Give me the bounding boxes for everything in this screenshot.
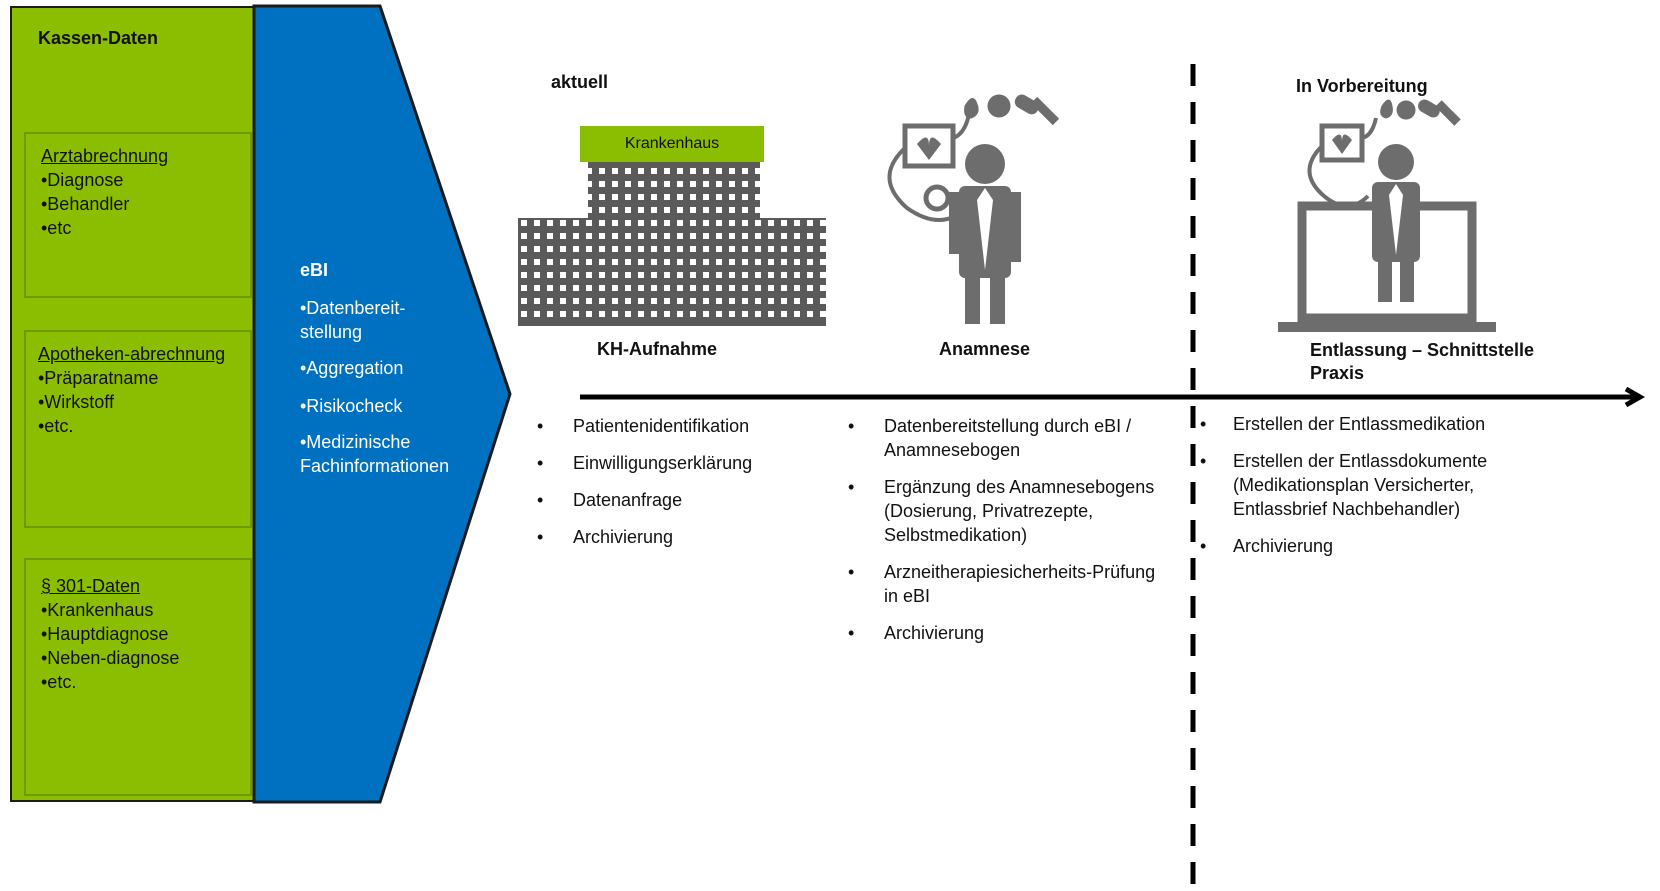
bullet-item: •Archivierung xyxy=(537,527,674,547)
ebi-title: eBI xyxy=(300,260,329,280)
301-daten-item: •Neben-diagnose xyxy=(41,648,180,668)
ebi-item: •Aggregation xyxy=(300,358,404,378)
kassen-daten-panel xyxy=(10,6,260,802)
bullet-item: •Datenbereitstellung durch eBI / Anamnes… xyxy=(848,416,1132,460)
bullet-item: •Archivierung xyxy=(1200,536,1334,556)
ebi-item: •Medizinische Fachinformationen xyxy=(300,432,450,476)
arztabrechnung-item: •Diagnose xyxy=(41,170,124,190)
aktuell-label: aktuell xyxy=(551,72,609,92)
stage-label-entlassung: Entlassung – Schnittstelle Praxis xyxy=(1310,340,1535,383)
apotheken-item: •Wirkstoff xyxy=(38,392,114,412)
apotheken-item: •Präparatname xyxy=(38,368,159,388)
arztabrechnung-item: •Behandler xyxy=(41,194,130,214)
anamnese-bullets: •Datenbereitstellung durch eBI / Anamnes… xyxy=(848,414,1158,658)
apotheken-heading: Apotheken-abrechnung xyxy=(38,344,226,364)
ebi-chevron xyxy=(252,4,512,804)
entlassung-bullets: •Erstellen der Entlassmedikation •Erstel… xyxy=(1200,412,1500,571)
doctor-at-desk-icon xyxy=(1278,99,1496,332)
in-vorbereitung-label: In Vorbereitung xyxy=(1296,76,1428,96)
stage-label-anamnese: Anamnese xyxy=(939,339,1031,359)
bullet-item: •Patientenidentifikation xyxy=(537,416,750,436)
arztabrechnung-box: Arztabrechnung •Diagnose •Behandler •etc xyxy=(24,132,252,298)
301-daten-item: •Hauptdiagnose xyxy=(41,624,169,644)
apotheken-box: Apotheken-abrechnung •Präparatname •Wirk… xyxy=(24,330,252,528)
301-daten-item: •etc. xyxy=(41,672,77,692)
stage-label-kh-aufnahme: KH-Aufnahme xyxy=(597,339,717,359)
bullet-item: •Einwilligungserklärung xyxy=(537,453,753,473)
bullet-item: •Archivierung xyxy=(848,623,985,643)
bullet-item: •Arzneitherapiesicherheits-Prüfung in eB… xyxy=(848,562,1156,606)
ebi-item: •Datenbereit-stellung xyxy=(300,298,406,342)
bullet-item: •Ergänzung des Anamnesebogens (Dosierung… xyxy=(848,477,1155,545)
301-daten-item: •Krankenhaus xyxy=(41,600,154,620)
arztabrechnung-heading: Arztabrechnung xyxy=(41,146,169,166)
kh-aufnahme-bullets: •Patientenidentifikation •Einwilligungse… xyxy=(537,414,837,562)
timeline-arrow-head xyxy=(1624,386,1646,408)
hospital-building-icon xyxy=(518,126,826,326)
ebi-item: •Risikocheck xyxy=(300,396,403,416)
bullet-item: •Erstellen der Entlassdokumente (Medikat… xyxy=(1200,451,1488,519)
bullet-item: •Erstellen der Entlassmedikation xyxy=(1200,414,1486,434)
kassen-daten-title: Kassen-Daten xyxy=(38,28,159,48)
apotheken-item: •etc. xyxy=(38,416,74,436)
301-daten-box: § 301-Daten •Krankenhaus •Hauptdiagnose … xyxy=(24,558,252,796)
bullet-item: •Datenanfrage xyxy=(537,490,683,510)
hospital-sign: Krankenhaus xyxy=(624,135,720,152)
doctor-with-monitor-icon xyxy=(887,94,1060,324)
arztabrechnung-item: •etc xyxy=(41,218,72,238)
301-daten-heading: § 301-Daten xyxy=(41,576,141,596)
